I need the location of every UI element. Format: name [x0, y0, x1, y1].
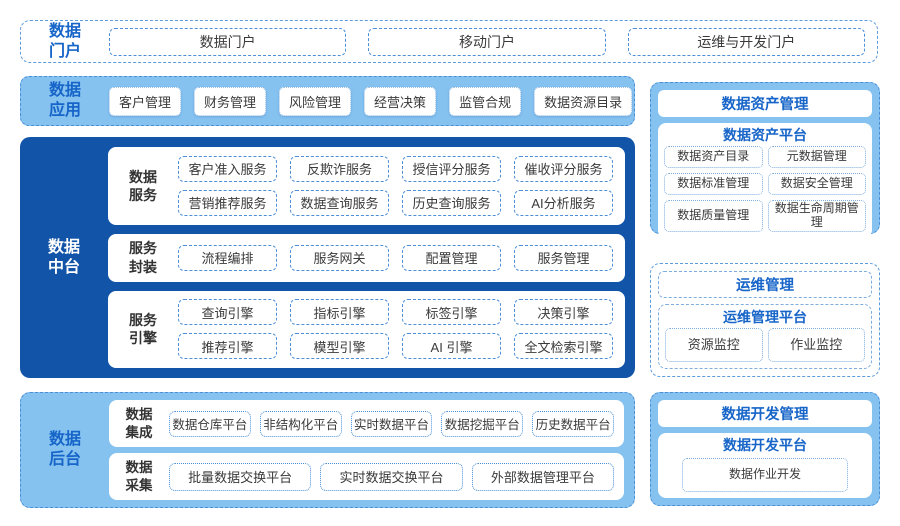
node-risk-mgmt: 风险管理 — [279, 86, 352, 116]
ops-platform-panel: 运维管理平台 资源监控 作业监控 — [658, 304, 872, 369]
node-recommend-engine: 推荐引擎 — [178, 333, 277, 360]
node-job-monitor: 作业监控 — [767, 328, 865, 362]
node-data-standard-mgmt: 数据标准管理 — [664, 173, 763, 195]
group-data-integration-label: 数据 集成 — [125, 406, 153, 440]
node-service-mgmt: 服务管理 — [514, 244, 613, 271]
node-data-resource-catalog: 数据资源目录 — [534, 86, 633, 116]
dev-mgmt-title: 数据开发管理 — [658, 400, 872, 427]
node-model-engine: 模型引擎 — [290, 333, 389, 360]
group-data-collection-label: 数据 采集 — [125, 459, 153, 493]
node-regulatory-compliance: 监管合规 — [449, 86, 522, 116]
dev-platform-panel: 数据开发平台 数据作业开发 — [658, 433, 872, 498]
app-band-items: 客户管理 财务管理 风险管理 经营决策 监管合规 数据资源目录 — [109, 86, 642, 116]
node-realtime-data-platform: 实时数据平台 — [350, 410, 433, 437]
data-middle-platform: 数据 中台 数据 服务 客户准入服务 反欺诈服务 授信评分服务 催收评分服务 营… — [20, 137, 635, 378]
node-data-quality-mgmt: 数据质量管理 — [664, 200, 763, 232]
backend-band-label: 数据 后台 — [48, 431, 81, 468]
group-service-encapsulation-label: 服务 封装 — [129, 240, 157, 275]
node-batch-data-exchange-platform: 批量数据交换平台 — [169, 462, 312, 491]
group-service-engines: 服务 引擎 查询引擎 指标引擎 标签引擎 决策引擎 推荐引擎 模型引擎 AI 引… — [108, 290, 625, 368]
node-data-portal: 数据门户 — [109, 27, 347, 56]
node-anti-fraud-service: 反欺诈服务 — [290, 155, 389, 182]
node-credit-scoring-service: 授信评分服务 — [402, 155, 501, 182]
portal-band-items: 数据门户 移动门户 运维与开发门户 — [109, 27, 877, 56]
node-metric-engine: 指标引擎 — [290, 299, 389, 326]
node-config-mgmt: 配置管理 — [402, 244, 501, 271]
data-backend-band: 数据 后台 数据 集成 数据仓库平台 非结构化平台 实时数据平台 数据挖掘平台 … — [20, 392, 635, 508]
asset-platform-panel: 数据资产平台 数据资产目录 元数据管理 数据标准管理 数据安全管理 数据质量管理… — [658, 123, 872, 238]
group-data-integration: 数据 集成 数据仓库平台 非结构化平台 实时数据平台 数据挖掘平台 历史数据平台 — [109, 400, 624, 447]
asset-platform-title: 数据资产平台 — [723, 127, 807, 143]
node-process-orchestration: 流程编排 — [178, 244, 277, 271]
node-external-data-mgmt-platform: 外部数据管理平台 — [471, 462, 614, 491]
node-mobile-portal: 移动门户 — [368, 27, 606, 56]
node-unstructured-platform: 非结构化平台 — [259, 410, 342, 437]
node-data-lifecycle-mgmt: 数据生命周期管理 — [767, 200, 866, 232]
asset-mgmt-title: 数据资产管理 — [658, 90, 872, 117]
node-finance-mgmt: 财务管理 — [194, 86, 267, 116]
ops-platform-title: 运维管理平台 — [723, 309, 807, 325]
node-collection-scoring-service: 催收评分服务 — [514, 155, 613, 182]
portal-band-label: 数据 门户 — [48, 22, 81, 60]
node-history-data-platform: 历史数据平台 — [532, 410, 614, 437]
node-customer-mgmt: 客户管理 — [109, 86, 182, 116]
app-band-label: 数据 应用 — [48, 82, 81, 119]
node-business-decision: 经营决策 — [364, 86, 437, 116]
node-ops-dev-portal: 运维与开发门户 — [627, 27, 865, 56]
node-data-mining-platform: 数据挖掘平台 — [441, 410, 524, 437]
node-resource-monitor: 资源监控 — [665, 328, 763, 362]
node-fulltext-search-engine: 全文检索引擎 — [514, 333, 613, 360]
node-ai-analysis-service: AI分析服务 — [514, 189, 613, 216]
node-data-job-dev: 数据作业开发 — [682, 458, 848, 492]
node-marketing-recommend-service: 营销推荐服务 — [178, 189, 277, 216]
group-service-encapsulation: 服务 封装 流程编排 服务网关 配置管理 服务管理 — [108, 233, 625, 282]
portal-band: 数据 门户 数据门户 移动门户 运维与开发门户 — [20, 20, 878, 63]
dev-platform-title: 数据开发平台 — [723, 437, 807, 453]
ops-mgmt-title: 运维管理 — [658, 271, 872, 298]
group-data-collection: 数据 采集 批量数据交换平台 实时数据交换平台 外部数据管理平台 — [109, 453, 624, 500]
node-decision-engine: 决策引擎 — [514, 299, 613, 326]
node-data-warehouse-platform: 数据仓库平台 — [169, 410, 251, 437]
node-data-query-service: 数据查询服务 — [290, 189, 389, 216]
node-metadata-mgmt: 元数据管理 — [767, 146, 866, 168]
group-service-engines-label: 服务 引擎 — [129, 312, 157, 347]
dev-mgmt-section: 数据开发管理 数据开发平台 数据作业开发 — [650, 392, 880, 506]
node-tag-engine: 标签引擎 — [402, 299, 501, 326]
node-data-security-mgmt: 数据安全管理 — [767, 173, 866, 195]
middle-platform-label: 数据 中台 — [47, 238, 80, 276]
node-query-engine: 查询引擎 — [178, 299, 277, 326]
group-data-services-label: 数据 服务 — [129, 168, 157, 203]
ops-mgmt-section: 运维管理 运维管理平台 资源监控 作业监控 — [650, 263, 880, 377]
group-data-services: 数据 服务 客户准入服务 反欺诈服务 授信评分服务 催收评分服务 营销推荐服务 … — [108, 147, 625, 225]
node-history-query-service: 历史查询服务 — [402, 189, 501, 216]
middle-platform-groups: 数据 服务 客户准入服务 反欺诈服务 授信评分服务 催收评分服务 营销推荐服务 … — [108, 137, 635, 378]
node-data-asset-catalog: 数据资产目录 — [664, 146, 763, 168]
node-service-gateway: 服务网关 — [290, 244, 389, 271]
node-customer-access-service: 客户准入服务 — [178, 155, 277, 182]
app-band: 数据 应用 客户管理 财务管理 风险管理 经营决策 监管合规 数据资源目录 — [20, 76, 635, 126]
asset-mgmt-section: 数据资产管理 数据资产平台 数据资产目录 元数据管理 数据标准管理 数据安全管理… — [650, 82, 880, 238]
node-ai-engine: AI 引擎 — [402, 333, 501, 360]
node-realtime-data-exchange-platform: 实时数据交换平台 — [320, 462, 463, 491]
backend-groups: 数据 集成 数据仓库平台 非结构化平台 实时数据平台 数据挖掘平台 历史数据平台… — [109, 393, 634, 507]
